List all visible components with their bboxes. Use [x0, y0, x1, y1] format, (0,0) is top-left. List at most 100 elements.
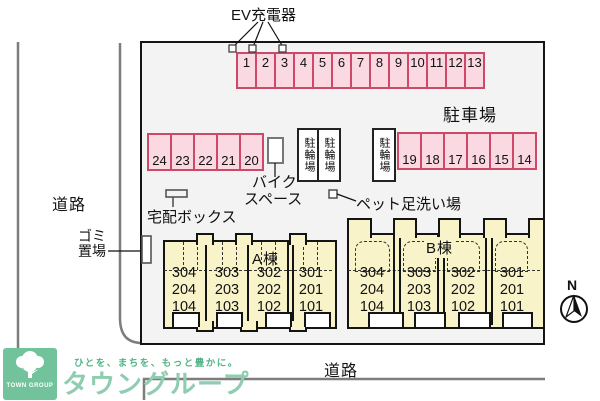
delivery-box-label: 宅配ボックス: [147, 209, 237, 226]
room-number: 303: [406, 265, 432, 281]
parking-stall: 8: [369, 52, 390, 89]
road-bottom-label: 道路: [324, 363, 359, 380]
room-number: 301: [298, 265, 324, 281]
building-a-unit-divider: [205, 240, 207, 325]
building-b-unit-divider: [485, 233, 487, 325]
building-a-entry-notch: [265, 312, 292, 327]
room-number: 302: [256, 265, 282, 281]
room-number: 201: [298, 282, 324, 298]
parking-stall: 4: [293, 52, 314, 89]
parking-stall: 12: [445, 52, 466, 89]
room-number: 103: [406, 299, 432, 315]
building-a-unit-column: 301 201 101: [290, 265, 332, 316]
building-b-unit-column: 303 203 103: [397, 265, 441, 316]
garbage-label-line2: 置場: [78, 243, 106, 259]
parking-stall: 15: [489, 132, 514, 170]
building-a-entry-notch: [304, 312, 331, 327]
road-left-label: 道路: [52, 197, 87, 214]
building-a-name: A棟: [252, 251, 280, 268]
room-number: 201: [499, 282, 525, 298]
parking-stall: 13: [464, 52, 485, 89]
parking-stall: 3: [274, 52, 295, 89]
room-number: 203: [406, 282, 432, 298]
room-number: 104: [171, 299, 197, 315]
town-group-logo: TOWN GROUP: [3, 348, 57, 400]
room-number: 104: [359, 299, 385, 315]
building-b-roof-tab: [393, 218, 417, 238]
bicycle-parking-box: 駐輪場: [372, 128, 396, 182]
parking-stall: 10: [407, 52, 428, 89]
room-number: 301: [499, 265, 525, 281]
parking-stall: 23: [170, 133, 195, 171]
logo-caption: TOWN GROUP: [6, 383, 54, 389]
building-b-balcony-dash: [495, 241, 528, 272]
building-b-unit-divider: [399, 233, 401, 325]
building-b-unit-column: 302 202 102: [441, 265, 485, 316]
pet-wash-label: ペット足洗い場: [356, 196, 462, 213]
building-a-entry-notch: [172, 312, 200, 327]
parking-lot-label: 駐車場: [443, 106, 497, 125]
building-a-balcony-dash: [317, 242, 318, 270]
building-a-balcony-dash: [222, 242, 223, 270]
room-number: 204: [171, 282, 197, 298]
tree-icon: [16, 351, 44, 378]
building-b-balcony-dash: [355, 241, 390, 272]
logo-tagline: ひとを、まちを、もっと豊かに。: [74, 358, 239, 369]
ev-charger-label: EV充電器: [231, 7, 297, 24]
parking-stall: 17: [443, 132, 468, 170]
parking-stall: 21: [216, 133, 241, 171]
building-b-unit-divider: [393, 233, 395, 325]
building-a-balcony-dash: [183, 242, 184, 270]
compass-north-icon: [560, 294, 588, 323]
room-number: 303: [214, 265, 240, 281]
building-b-unit-divider: [437, 233, 439, 325]
parking-stall: 2: [255, 52, 276, 89]
room-number: 204: [359, 282, 385, 298]
building-b-unit-divider: [443, 233, 445, 325]
parking-stall: 9: [388, 52, 409, 89]
building-b-roof-tab: [483, 218, 507, 238]
bike-space-label-line1: バイク: [252, 174, 297, 191]
bike-space-label-line2: スペース: [244, 191, 303, 208]
building-a-roof-tab: [235, 233, 253, 245]
road-left-inner-edge: [118, 43, 141, 345]
building-a-balcony-dash: [197, 242, 198, 270]
parking-stall: 14: [512, 132, 537, 170]
parking-stall: 22: [193, 133, 218, 171]
compass-north-label: N: [567, 277, 578, 293]
parking-stall: 1: [236, 52, 257, 89]
garbage-label: ゴミ 置場: [56, 229, 106, 259]
building-a-balcony-dash: [261, 242, 262, 270]
room-number: 101: [499, 299, 525, 315]
building-a-unit-divider: [292, 240, 294, 325]
building-a-unit-column: 302 202 102: [248, 265, 290, 316]
building-a-unit-divider: [247, 240, 249, 325]
parking-stall: 6: [331, 52, 352, 89]
room-number: 103: [214, 299, 240, 315]
room-number: 202: [450, 282, 476, 298]
building-b-entry-notch: [458, 312, 491, 327]
room-number: 203: [214, 282, 240, 298]
bicycle-parking-box: 駐輪場: [317, 128, 341, 182]
parking-stall: 7: [350, 52, 371, 89]
building-b-roof-tab: [438, 218, 461, 238]
room-number: 102: [256, 299, 282, 315]
parking-stall: 20: [239, 133, 264, 171]
building-a-entry-notch: [216, 312, 243, 327]
parking-stall: 16: [466, 132, 491, 170]
building-b-entry-notch: [502, 312, 533, 327]
building-a-balcony-dash: [303, 242, 304, 270]
building-b-entry-notch: [368, 312, 404, 327]
building-b-roof-tab: [347, 218, 372, 238]
building-a-balcony-dash: [275, 242, 276, 270]
room-number: 202: [256, 282, 282, 298]
room-number: 304: [359, 265, 385, 281]
parking-stall: 5: [312, 52, 333, 89]
building-b-name: B棟: [424, 237, 456, 258]
brand-logotype: タウングループ: [62, 369, 250, 399]
building-a-unit-column: 304 204 104: [163, 265, 205, 316]
parking-stall: 24: [147, 133, 172, 171]
room-number: 302: [450, 265, 476, 281]
room-number: 102: [450, 299, 476, 315]
building-a-roof-tab: [289, 233, 307, 245]
